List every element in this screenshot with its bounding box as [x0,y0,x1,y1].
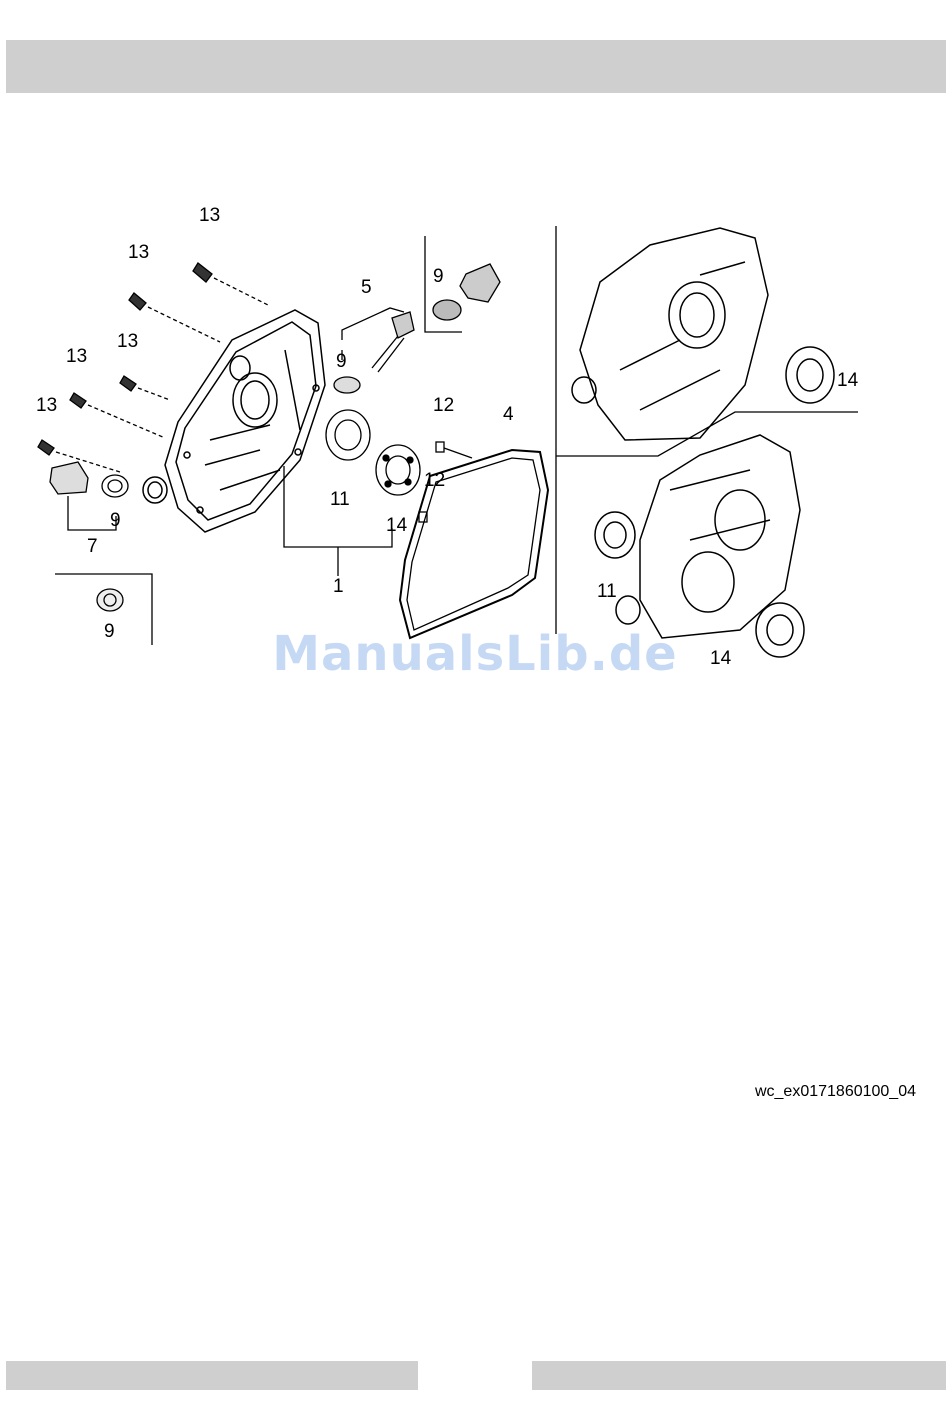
callout-12: 12 [424,470,445,491]
callout-13: 13 [128,242,149,263]
divider-right [556,412,858,456]
oil-drain-plug [50,462,88,494]
footer-bar-left [6,1361,418,1390]
header-bar [6,40,946,93]
leader-7 [68,496,116,530]
callout-1: 1 [333,576,344,597]
callout-4: 4 [503,404,514,425]
footer-bar-right [532,1361,946,1390]
callout-9: 9 [110,510,121,531]
callout-13: 13 [117,331,138,352]
crankcase-cover [143,310,325,532]
callout-12: 12 [433,395,454,416]
callout-13: 13 [199,205,220,226]
exploded-parts-diagram: 13 13 13 13 13 5 9 9 9 7 9 11 14 12 12 4… [0,190,950,690]
drain-seal-ring [102,475,128,497]
oil-cap-seal [433,300,461,320]
watermark: ManualsLib.de [0,626,950,682]
crankcase-view-bottom [595,435,804,657]
gasket [400,450,548,638]
seal-ring-inset [97,589,123,611]
oil-seal [326,410,370,460]
callout-14: 14 [837,370,859,391]
drawing-code: wc_ex0171860100_04 [755,1083,916,1101]
callout-13: 13 [66,346,87,367]
dowel-pin [436,442,444,452]
callout-5: 5 [361,277,372,298]
callout-7: 7 [87,536,98,557]
oil-filler-cap [460,264,500,302]
callout-13: 13 [36,395,57,416]
bolt-group [38,263,268,472]
ball-bearing [376,445,420,495]
callout-11: 11 [330,489,350,510]
callout-11: 11 [597,581,617,602]
callout-9: 9 [433,266,444,287]
crankcase-view-top [572,228,834,440]
callout-9: 9 [336,351,347,372]
callout-14: 14 [386,515,408,536]
